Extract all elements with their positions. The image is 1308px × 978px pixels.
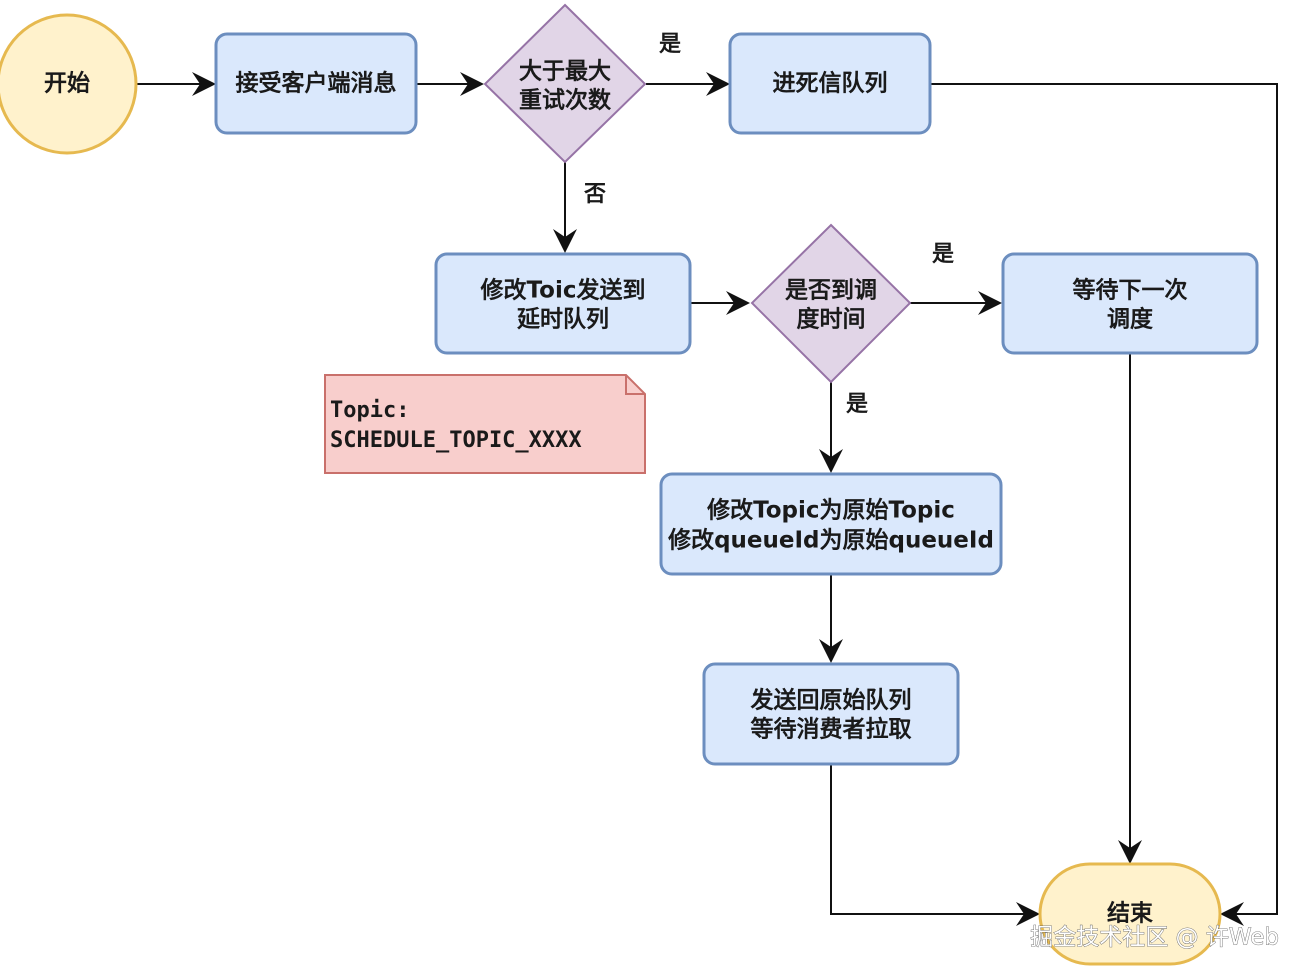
restore-topic-label-line-1: 修改Topic为原始Topic [706,497,955,524]
schedule-time-label-line-1: 是否到调 [785,278,877,304]
schedule-time-label-line-2: 度时间 [797,306,866,333]
edge-layer [136,72,1278,926]
start-label: 开始 [44,70,90,97]
end-label: 结束 [1107,901,1154,927]
retry-yes-label: 是 [659,32,681,57]
edge-dead-letter-to-end [930,83,1278,926]
max-retry-label-line-2: 重试次数 [519,87,612,114]
start-node: 开始 [0,13,138,155]
send-back-label-line-1: 发送回原始队列 [750,687,912,714]
wait-next-schedule-label-line-1: 等待下一次 [1073,277,1188,304]
dead-letter-queue-label: 进死信队列 [773,70,888,97]
schedule-yes-right-label: 是 [932,242,954,267]
schedule-topic-note-line-2: SCHEDULE_TOPIC_XXXX [330,428,582,453]
modify-topic-delay-label-line-2: 延时队列 [516,307,609,333]
max-retry-decision: 大于最大 重试次数 [483,3,647,164]
wait-next-schedule-label-line-2: 调度 [1107,306,1154,333]
dead-letter-queue-node: 进死信队列 [728,32,932,135]
end-node: 结束 [1038,862,1222,966]
wait-next-schedule-node: 等待下一次 调度 [1001,252,1259,355]
schedule-topic-note-line-1: Topic: [330,398,409,423]
modify-topic-delay-label-line-1: 修改Toic发送到 [480,277,646,304]
schedule-topic-note: Topic: SCHEDULE_TOPIC_XXXX [324,374,646,474]
schedule-yes-down-label: 是 [846,392,868,417]
send-back-label-line-2: 等待消费者拉取 [751,716,912,743]
schedule-time-decision: 是否到调 度时间 [750,223,912,384]
modify-topic-delay-node: 修改Toic发送到 延时队列 [434,252,692,355]
retry-no-label: 否 [583,182,606,207]
watermark: 掘金技术社区 @ 许Web [1030,925,1279,951]
edge-send-back-to-end [830,764,1040,926]
restore-topic-label-line-2: 修改queueId为原始queueId [667,527,994,554]
restore-topic-node: 修改Topic为原始Topic 修改queueId为原始queueId [659,472,1003,576]
receive-message-label: 接受客户端消息 [236,70,397,97]
max-retry-label-line-1: 大于最大 [519,59,611,85]
receive-message-node: 接受客户端消息 [214,32,418,135]
send-back-node: 发送回原始队列 等待消费者拉取 [702,662,960,766]
